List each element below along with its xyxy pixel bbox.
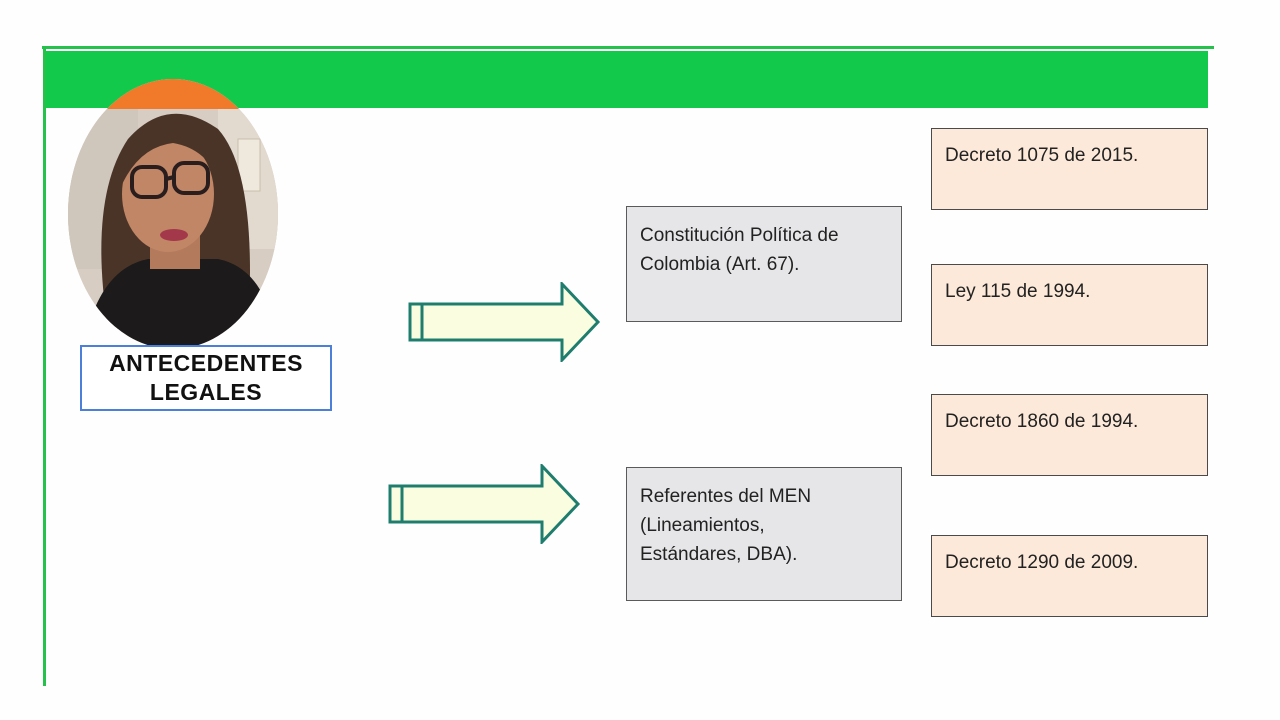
presenter-webcam: [68, 79, 278, 349]
title-box: ANTECEDENTES LEGALES: [80, 345, 332, 411]
decree-box-1075-2015: Decreto 1075 de 2015.: [931, 128, 1208, 210]
title-text: ANTECEDENTES LEGALES: [109, 349, 303, 407]
source-box-referentes-men: Referentes del MEN (Lineamientos, Estánd…: [626, 467, 902, 601]
presenter-webcam-image: [68, 79, 278, 349]
header-green-bar: [46, 51, 1208, 108]
title-line-1: ANTECEDENTES: [109, 350, 303, 376]
title-line-2: LEGALES: [149, 379, 263, 405]
decree-box-ley-115-1994: Ley 115 de 1994.: [931, 264, 1208, 346]
right-block-arrow-icon: [408, 282, 601, 362]
source-box-constitucion: Constitución Política de Colombia (Art. …: [626, 206, 902, 322]
frame-top-line: [42, 46, 1214, 49]
frame-left-line: [43, 48, 46, 686]
right-block-arrow-icon: [388, 464, 581, 544]
decree-box-1860-1994: Decreto 1860 de 1994.: [931, 394, 1208, 476]
decree-box-1290-2009: Decreto 1290 de 2009.: [931, 535, 1208, 617]
